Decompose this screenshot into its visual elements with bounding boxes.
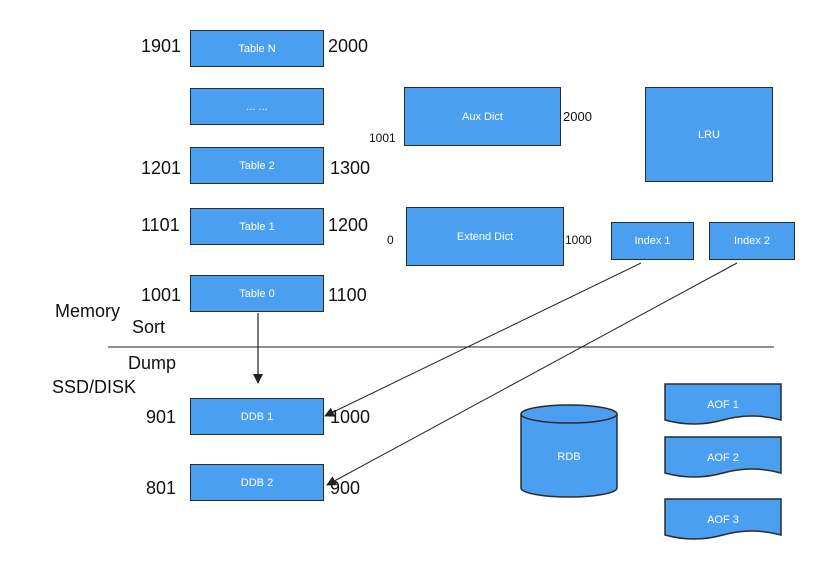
rdb-cylinder: RDB — [520, 404, 618, 498]
table-n-box: Table N — [190, 30, 324, 67]
index-1-label: Index 1 — [634, 235, 671, 247]
index-2-label: Index 2 — [733, 235, 771, 247]
aof-1-doc: AOF 1 — [664, 383, 782, 425]
aof-1-label: AOF 1 — [707, 399, 739, 411]
table-1-box: Table 1 — [190, 208, 324, 245]
index-1-to-ddb-1-arrow — [324, 262, 642, 417]
ddb-1-box: DDB 1 — [190, 398, 324, 435]
lru-label: LRU — [697, 128, 720, 141]
aof-2-label: AOF 2 — [707, 452, 739, 464]
table-1-end: 1200 — [328, 215, 369, 235]
table-2-label: Table 2 — [239, 159, 275, 172]
table-0-label: Table 0 — [239, 287, 275, 300]
ddb-2-box: DDB 2 — [190, 464, 324, 501]
ellipsis-box: ... ... — [190, 88, 324, 125]
rdb-label: RDB — [557, 451, 580, 463]
index-2-to-ddb-2-arrow — [326, 262, 738, 486]
index-2-box: Index 2 — [709, 222, 795, 260]
table-2-box: Table 2 — [190, 147, 324, 184]
aux-dict-end: 2000 — [563, 109, 592, 124]
table-0-end: 1100 — [328, 285, 367, 305]
extend-dict-label: Extend Dict — [456, 230, 514, 243]
sort-label: Sort — [132, 317, 166, 337]
memory-label: Memory — [55, 301, 121, 321]
table-0-box: Table 0 — [190, 275, 324, 312]
table-n-label: Table N — [238, 42, 276, 55]
rdb-top — [520, 404, 618, 424]
lru-box: LRU — [645, 87, 773, 182]
extend-dict-start: 0 — [387, 233, 394, 247]
ddb-1-end: 1000 — [330, 407, 371, 427]
table-1-label: Table 1 — [239, 220, 275, 233]
index-1-box: Index 1 — [611, 222, 694, 260]
aux-dict-start: 1001 — [369, 131, 396, 145]
extend-dict-box: Extend Dict — [406, 207, 564, 266]
aof-3-label: AOF 3 — [707, 514, 739, 526]
table-n-start: 1901 — [141, 36, 182, 56]
aof-3-doc: AOF 3 — [664, 498, 782, 540]
aof-2-doc: AOF 2 — [664, 436, 782, 478]
aux-dict-label: Aux Dict — [462, 110, 503, 123]
ellipsis-label: ... ... — [246, 100, 268, 113]
rdb-body — [520, 414, 618, 498]
ddb-1-label: DDB 1 — [240, 410, 274, 423]
dump-label: Dump — [128, 353, 177, 373]
table-0-start: 1001 — [141, 285, 182, 305]
table-2-end: 1300 — [330, 158, 371, 178]
table-2-start: 1201 — [141, 158, 182, 178]
ddb-2-label: DDB 2 — [240, 476, 274, 489]
ddb-1-start: 901 — [146, 407, 177, 427]
ddb-2-end: 900 — [330, 478, 361, 498]
extend-dict-end: 1000 — [565, 233, 592, 247]
table-1-start: 1101 — [141, 215, 180, 235]
ddb-2-start: 801 — [146, 478, 177, 498]
aux-dict-box: Aux Dict — [404, 87, 561, 146]
storage-label: SSD/DISK — [52, 377, 137, 397]
table-n-end: 2000 — [328, 36, 369, 56]
